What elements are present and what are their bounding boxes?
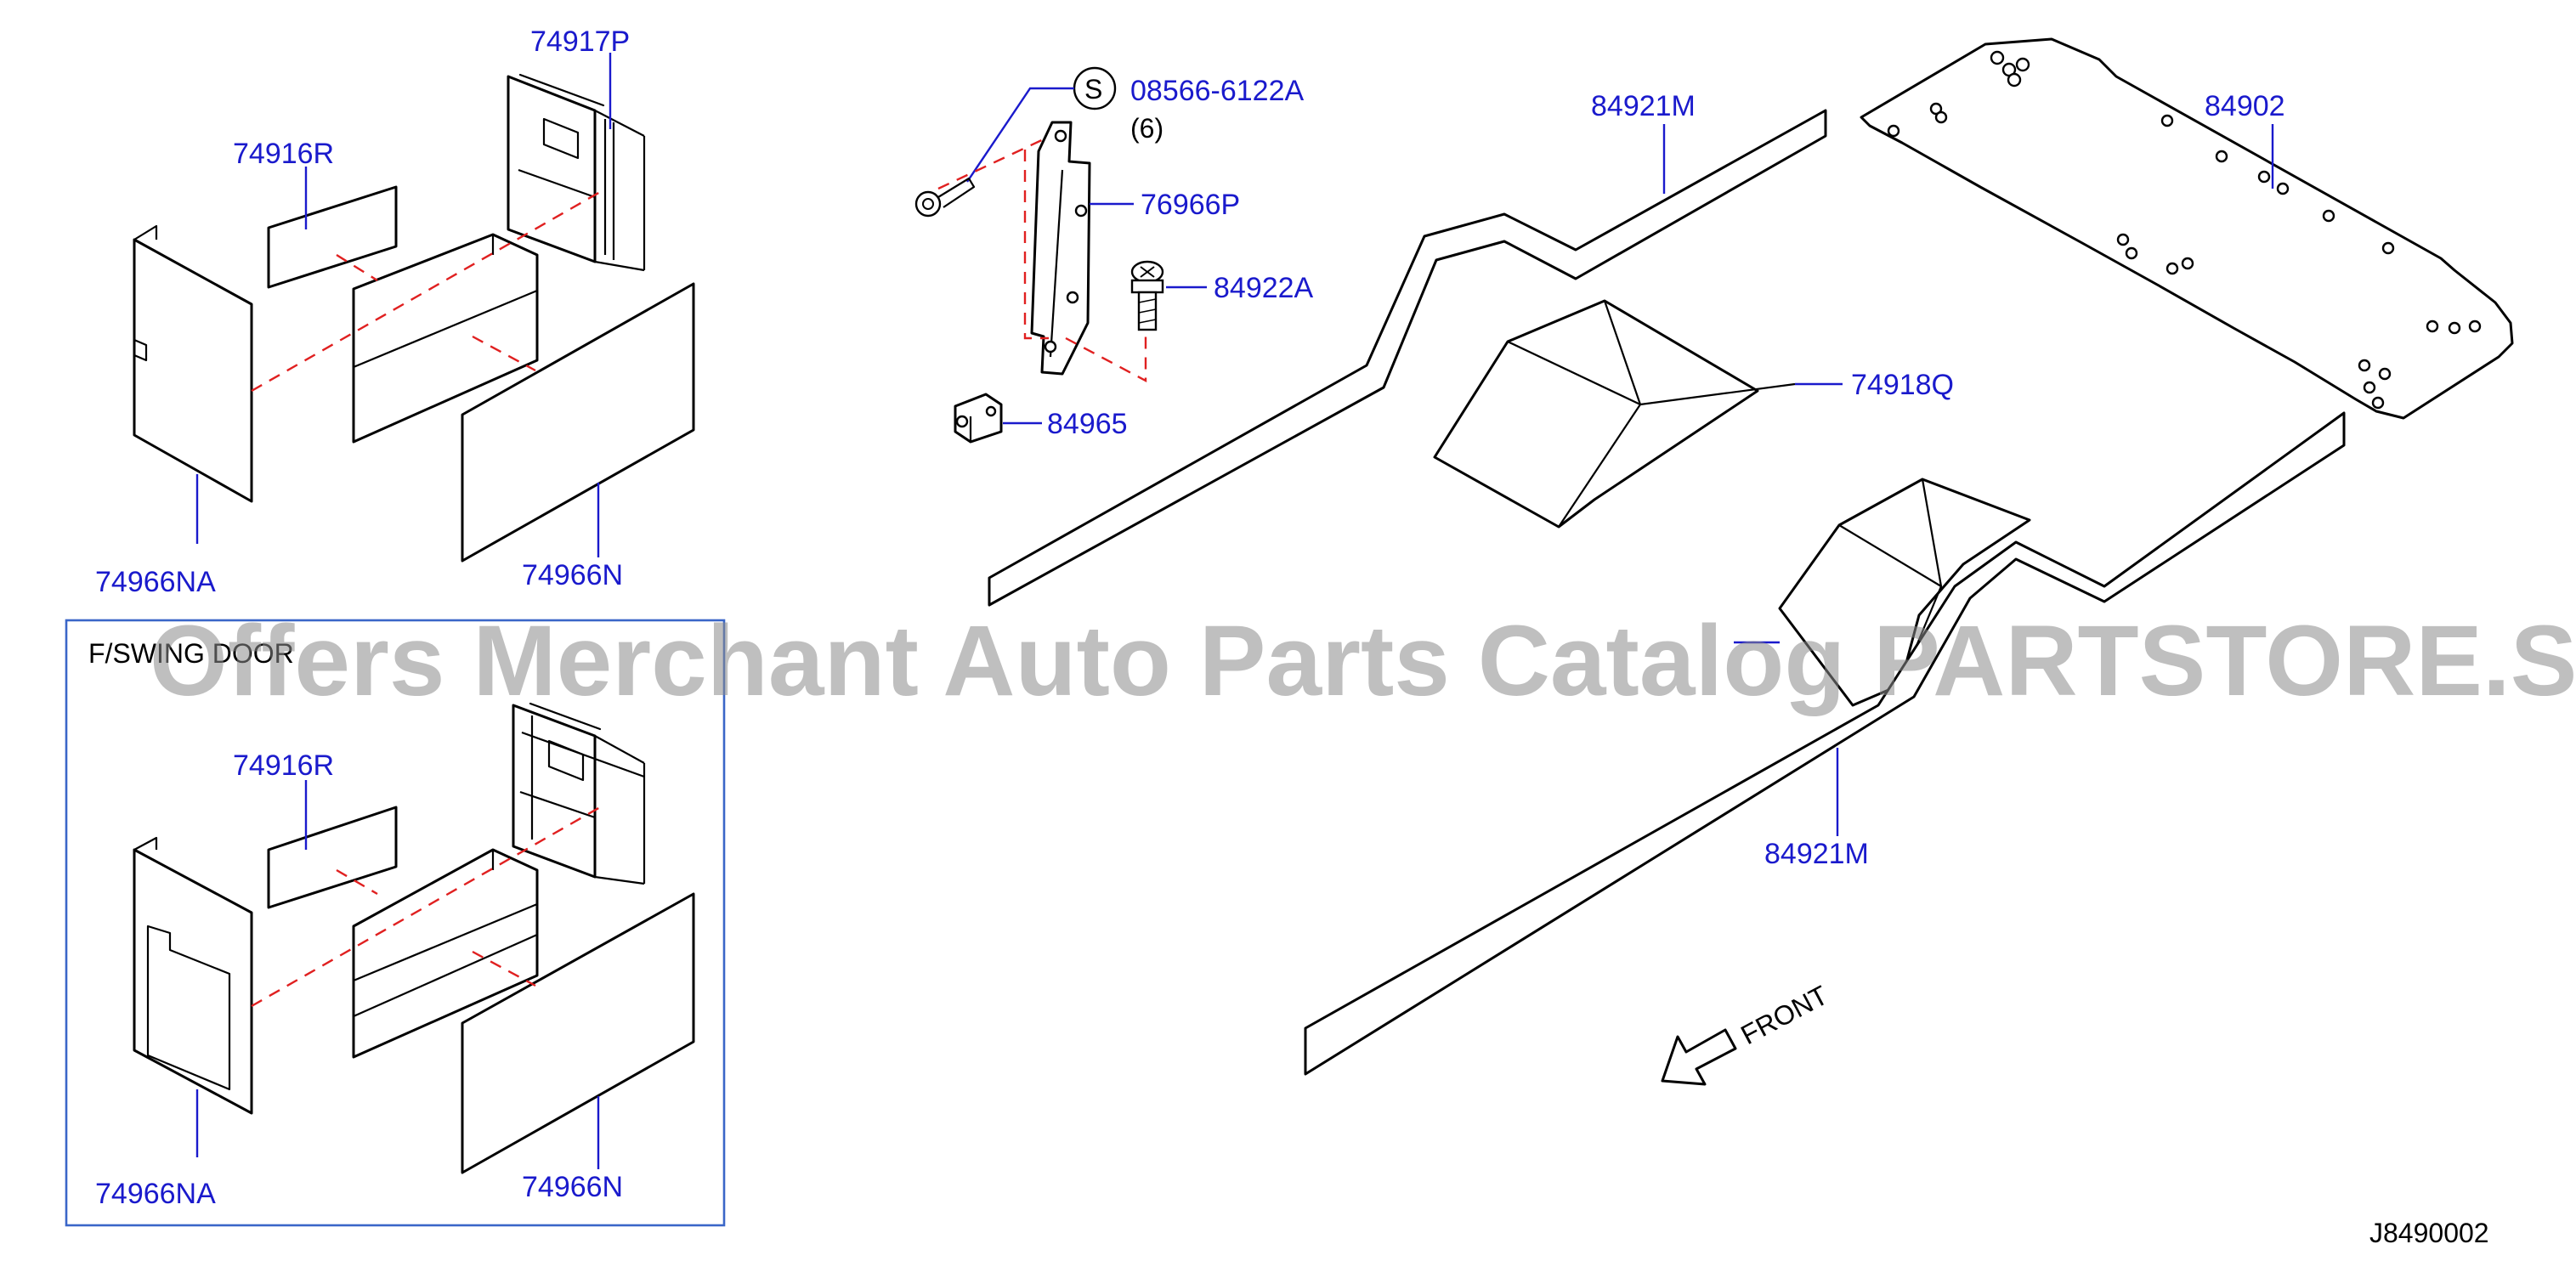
front-arrow-icon [1661, 1028, 1737, 1086]
inset-title: F/SWING DOOR [88, 638, 294, 669]
panel-inset-74966N [461, 892, 695, 1174]
label-84921M-top: 84921M [1591, 90, 1696, 122]
block-insulator [352, 233, 539, 444]
inset-border [65, 619, 726, 1227]
svg-text:S: S [1084, 74, 1102, 105]
bracket-76966P [1030, 121, 1091, 376]
box-lower [1778, 478, 2031, 707]
watermark: Offers Merchant Auto Parts Catalog PARTS… [150, 605, 2576, 717]
label-74966NA-top: 74966NA [95, 566, 216, 598]
bolt-icon [1130, 260, 1164, 331]
label-74916R-top: 74916R [233, 138, 334, 170]
label-74917P-top: 74917P [530, 25, 630, 58]
screw-icon [914, 177, 976, 218]
label-84902: 84902 [2205, 90, 2285, 122]
label-08566-6122A: 08566-6122A [1130, 75, 1305, 107]
pad-inset-74916R [267, 806, 398, 909]
screw-symbol: S [1073, 66, 1117, 110]
plate-84902 [1860, 37, 2514, 420]
label-74966N-bottom: 74966N [522, 1171, 623, 1203]
front-label: FRONT [1735, 980, 1832, 1051]
panel-74966NA [133, 224, 253, 503]
label-74966NA-bottom: 74966NA [95, 1178, 216, 1210]
pad-74916R [267, 185, 398, 289]
label-84922A: 84922A [1214, 272, 1314, 304]
strip-84921M-top [988, 109, 1827, 607]
panel-74966N [461, 282, 695, 563]
reference-code: J8490002 [2369, 1218, 2489, 1248]
top-left-trim-group: 74917P 74916R 74966NA 74966N [95, 25, 695, 598]
panel-inset-74917P [512, 702, 646, 885]
label-84921M-bottom: 84921M [1764, 838, 1869, 870]
label-74918Q: 74918Q [1851, 369, 1954, 401]
box-74918Q [1433, 299, 1796, 529]
inset-swing-door: F/SWING DOOR [65, 619, 726, 1227]
label-08566-quantity: (6) [1130, 113, 1163, 144]
clip-icon [954, 393, 1003, 444]
label-76966P: 76966P [1141, 189, 1240, 221]
label-84965: 84965 [1047, 408, 1128, 440]
block-inset-insulator [352, 848, 539, 1059]
strip-84921M-bottom [1304, 411, 2346, 1076]
fastener-group: S 08566-6122A (6) 76966P [914, 66, 1314, 444]
label-74916R-bottom: 74916R [233, 749, 334, 782]
panel-inset-74966NA [133, 836, 253, 1115]
label-74966N-top: 74966N [522, 559, 623, 591]
panel-74917P [507, 73, 646, 272]
